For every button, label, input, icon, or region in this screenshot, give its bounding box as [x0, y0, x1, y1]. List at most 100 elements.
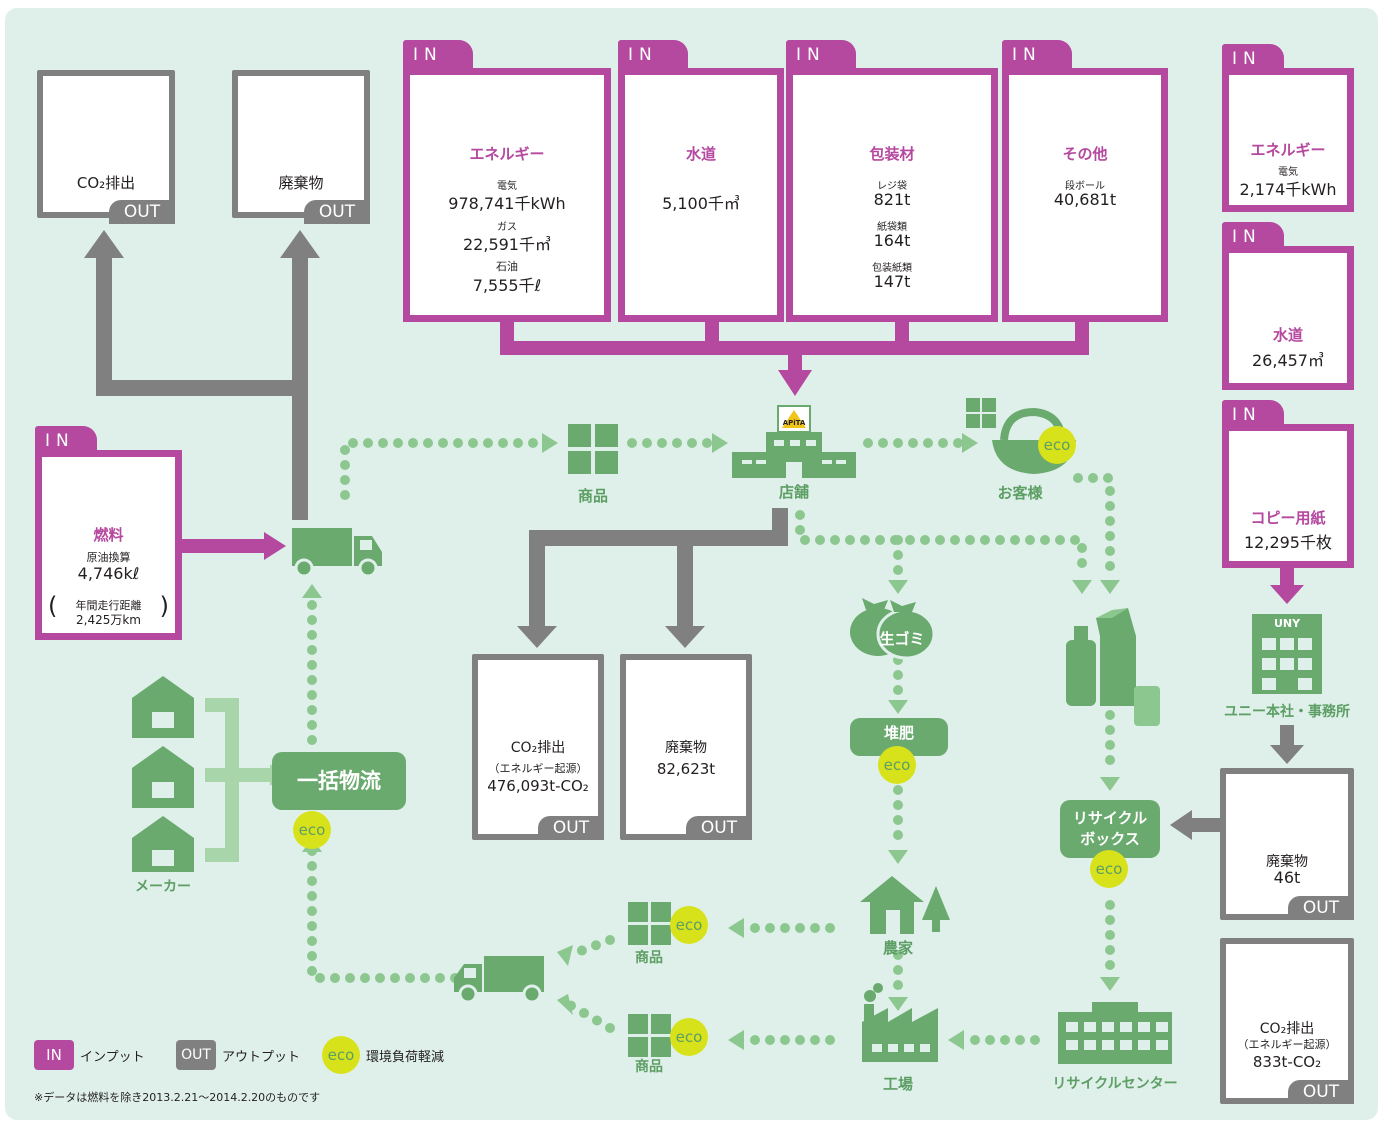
- recycle-bottles-icon: [1066, 608, 1160, 726]
- packaging-input-box: [786, 68, 998, 322]
- arrow-head: [1170, 810, 1192, 840]
- hq-co2-label: CO₂排出: [1259, 1021, 1315, 1037]
- hq-water-title: 水道: [1272, 326, 1303, 344]
- electricity-value: 978,741千kWh: [448, 194, 566, 213]
- apita-sign: APiTA: [782, 419, 806, 427]
- legend-in-tag: IN: [34, 1040, 74, 1070]
- arrow-head: [84, 230, 124, 258]
- energy-input-box: [403, 68, 611, 322]
- hq-electricity-label: 電気: [1278, 167, 1298, 178]
- other-title: その他: [1062, 145, 1108, 163]
- copy-paper-value: 12,295千枚: [1244, 533, 1332, 552]
- food-waste-label: 生ゴミ: [879, 630, 925, 648]
- store-building-icon: [732, 405, 856, 478]
- truck-icon: [292, 528, 382, 578]
- food-waste-bag-icon: [850, 598, 936, 660]
- arrow-head: [264, 532, 286, 560]
- factory-icon: [862, 983, 938, 1062]
- gray-arrows-top: [96, 255, 308, 520]
- eco-badge: eco: [293, 811, 331, 849]
- eco-badge: eco: [878, 746, 916, 784]
- out-tag: OUT: [1288, 896, 1354, 920]
- dotted-paths: [307, 438, 1115, 1045]
- cardboard-label: 段ボール: [1065, 181, 1105, 192]
- farmhouse-icon: [860, 876, 950, 934]
- product-box-icon: [628, 902, 671, 945]
- co2-label: CO₂排出: [76, 174, 136, 192]
- recycle-center-icon: [1058, 1002, 1172, 1064]
- product-box-icon: [628, 1014, 671, 1057]
- out-tag: OUT: [109, 200, 175, 224]
- out-tag: OUT: [304, 200, 370, 224]
- factory-label: 工場: [882, 1075, 913, 1093]
- waste-to-recycle-arrow: [1190, 818, 1222, 832]
- waste-output-box: [232, 70, 370, 218]
- fuel-input-box: [35, 450, 182, 640]
- maker-brackets: [205, 698, 272, 862]
- store-waste-output-box: [620, 654, 752, 840]
- hq-energy-input-box: [1222, 68, 1354, 212]
- recycle-center-label: リサイクルセンター: [1052, 1076, 1178, 1092]
- farm-label: 農家: [882, 939, 913, 957]
- store-waste-label: 廃棄物: [665, 740, 707, 756]
- legend-eco-label: 環境負荷軽減: [366, 1050, 445, 1065]
- co2-output-box: [37, 70, 175, 218]
- hq-co2-sub: （エネルギー起源）: [1237, 1038, 1337, 1051]
- copy-paper-input-box: [1222, 424, 1354, 568]
- customer-label: お客様: [997, 484, 1043, 502]
- arrow-head: [280, 230, 320, 258]
- gas-label: ガス: [497, 222, 517, 233]
- product-box-icon: [568, 424, 618, 474]
- water-value: 5,100千㎥: [662, 194, 740, 213]
- legend-out-label: アウトプット: [222, 1050, 301, 1065]
- fuel-arrow: [180, 539, 266, 553]
- arrow-head: [778, 370, 812, 396]
- arrow-head: [1270, 585, 1304, 604]
- store-co2-label: CO₂排出: [510, 740, 566, 756]
- plastic-bag-label: レジ袋: [877, 181, 907, 192]
- arrow-head: [1270, 745, 1304, 764]
- other-input-box: [1002, 68, 1168, 322]
- arrow-head: [517, 626, 557, 648]
- joint-logistics-box: 一括物流: [272, 752, 406, 810]
- product-label-3: 商品: [635, 1059, 663, 1075]
- legend-out-tag: OUT: [176, 1040, 216, 1070]
- hq-waste-output-box: [1220, 768, 1354, 920]
- recycle-box: リサイクル ボックス: [1060, 800, 1160, 858]
- water-input-box: [618, 68, 784, 322]
- annual-distance-value: 2,425万km: [76, 613, 141, 627]
- magenta-collector: [500, 318, 1089, 372]
- out-tag: OUT: [538, 816, 604, 840]
- product-label: 商品: [577, 487, 608, 505]
- hq-waste-label: 廃棄物: [1266, 854, 1308, 870]
- waste-label: 廃棄物: [278, 174, 324, 192]
- cardboard-value: 40,681t: [1053, 190, 1117, 209]
- in-tag: IN: [786, 40, 856, 70]
- gas-value: 22,591千㎥: [463, 235, 551, 254]
- store-label: 店舗: [778, 483, 809, 501]
- hq-waste-value: 46t: [1273, 868, 1301, 887]
- factory-house-icon: [132, 676, 194, 872]
- in-tag: IN: [618, 40, 688, 70]
- eco-badge: eco: [1038, 426, 1076, 464]
- fuel-value: 4,746kℓ: [77, 564, 140, 583]
- water-title: 水道: [685, 145, 716, 163]
- office-building-icon: [1252, 614, 1322, 694]
- footnote: ※データは燃料を除き2013.2.21～2014.2.20のものです: [34, 1091, 321, 1104]
- hq-water-input-box: [1222, 246, 1354, 390]
- hq-energy-title: エネルギー: [1250, 141, 1326, 159]
- arrow-head: [665, 626, 705, 648]
- out-tag: OUT: [1288, 1080, 1354, 1104]
- dotted-arrow-heads: [302, 433, 1120, 1050]
- recycle-box-line2: ボックス: [1080, 830, 1140, 848]
- plastic-bag-value: 821t: [873, 190, 911, 209]
- out-tag: OUT: [686, 816, 752, 840]
- paren-left: (: [48, 592, 58, 620]
- hq-electricity-value: 2,174千kWh: [1239, 180, 1337, 199]
- oil-label: 石油: [496, 260, 518, 273]
- uny-arrow: [1280, 725, 1294, 747]
- uny-sign: UNY: [1273, 617, 1301, 630]
- eco-badge: eco: [670, 906, 708, 944]
- recycle-box-line1: リサイクル: [1072, 809, 1148, 827]
